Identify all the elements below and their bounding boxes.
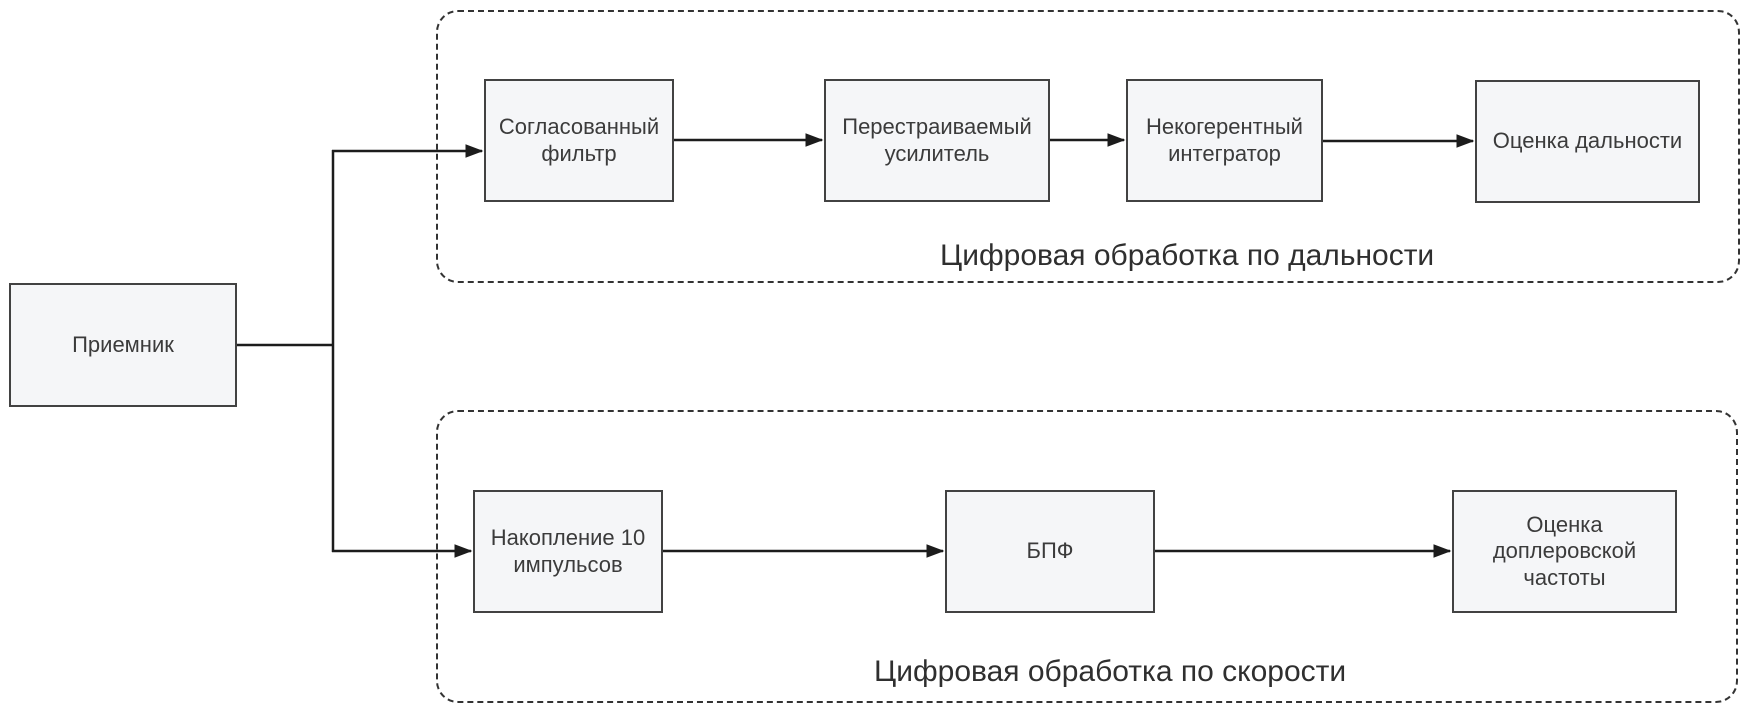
block-range-estimate-label: Оценка дальности [1492,128,1683,154]
block-noncoherent-integrator-label: Некогерентный интегратор [1146,114,1303,166]
block-fft: БПФ [945,490,1155,613]
block-pulse-accumulator-label: Накопление 10 импульсов [490,525,646,577]
block-noncoherent-integrator: Некогерентный интегратор [1126,79,1323,202]
block-receiver: Приемник [9,283,237,407]
velocity-group-title: Цифровая обработка по скорости [874,655,1347,688]
block-doppler-estimate: Оценка доплеровской частоты [1452,490,1677,613]
block-tunable-amplifier-label: Перестраиваемый усилитель [842,114,1032,166]
block-matched-filter-label: Согласованный фильтр [498,114,660,166]
block-fft-label: БПФ [1026,538,1074,564]
range-processing-group [436,10,1740,283]
block-matched-filter: Согласованный фильтр [484,79,674,202]
block-pulse-accumulator: Накопление 10 импульсов [473,490,663,613]
block-doppler-estimate-label: Оценка доплеровской частоты [1492,511,1637,590]
block-range-estimate: Оценка дальности [1475,80,1700,203]
block-receiver-label: Приемник [72,331,174,357]
range-group-title: Цифровая обработка по дальности [940,239,1435,272]
velocity-processing-group [436,410,1738,703]
block-tunable-amplifier: Перестраиваемый усилитель [824,79,1050,202]
